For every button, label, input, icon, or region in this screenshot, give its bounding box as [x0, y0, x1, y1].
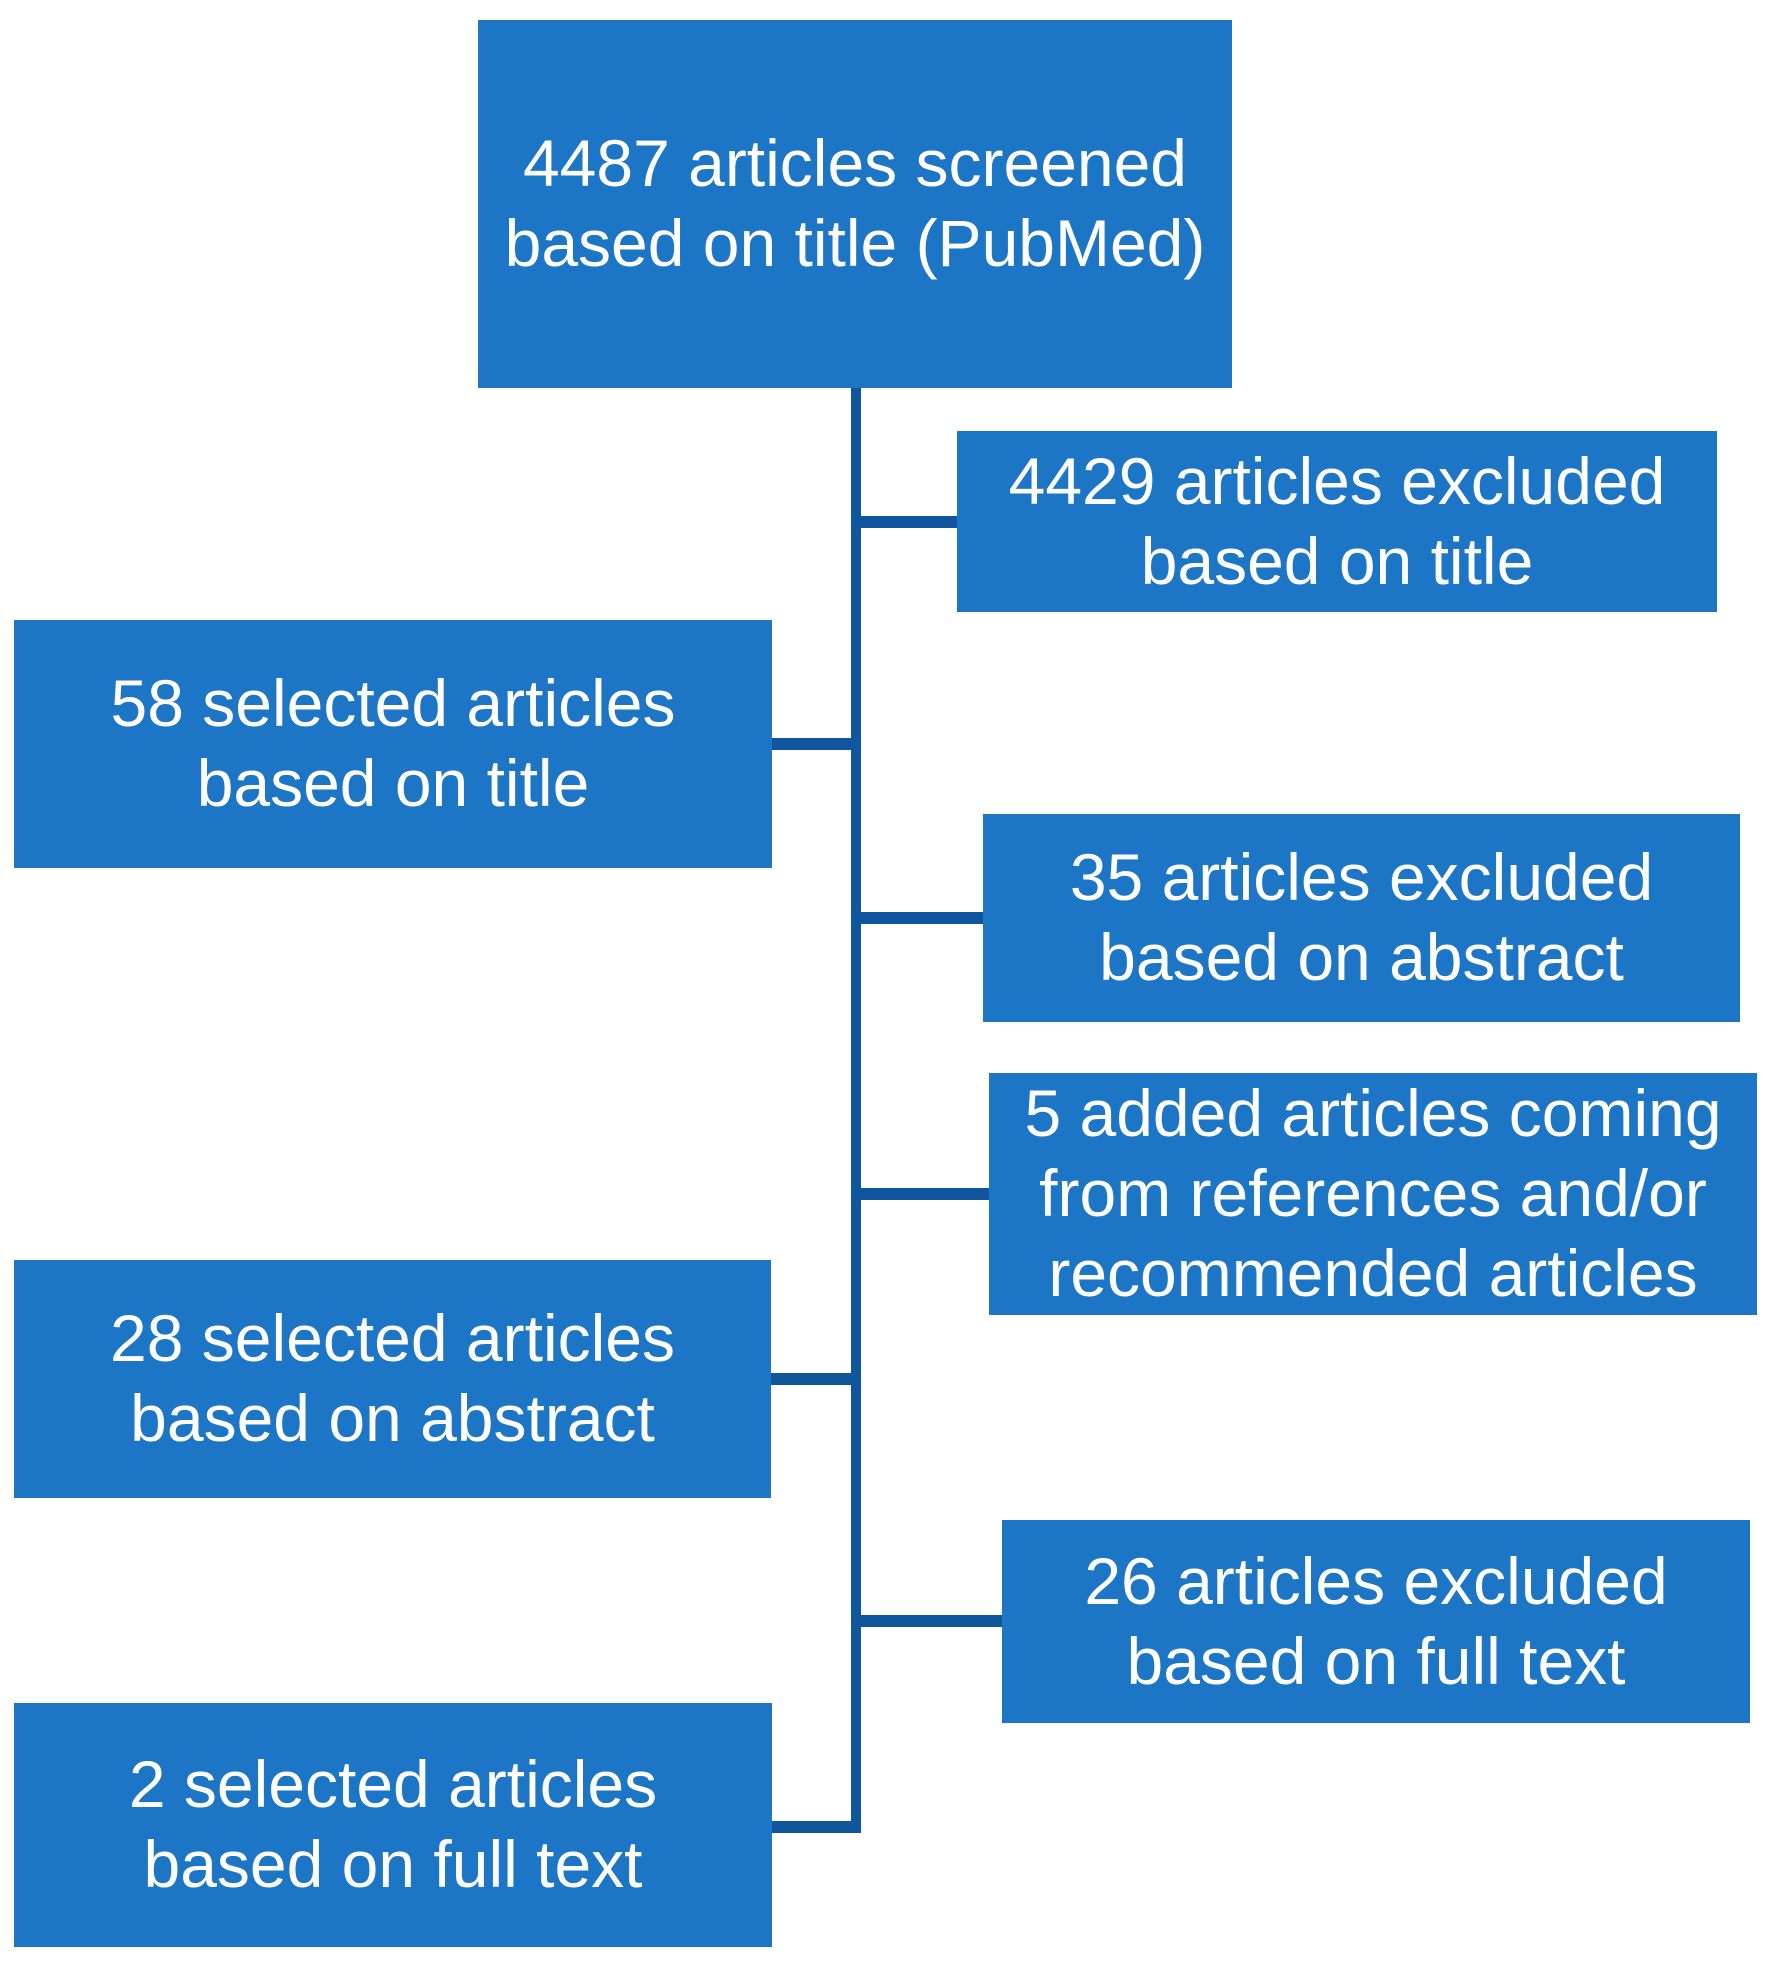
selected-abstract-label: 28 selected articles based on abstract [110, 1301, 675, 1455]
selected-abstract-box: 28 selected articles based on abstract [14, 1260, 771, 1498]
connector-to-selected-abstract-box [770, 1373, 860, 1385]
screened-title-box: 4487 articles screened based on title (P… [478, 20, 1232, 388]
connector-to-added-references-box [860, 1188, 992, 1200]
connector-to-selected-fulltext-box [770, 1821, 860, 1833]
selected-fulltext-box: 2 selected articles based on full text [14, 1703, 772, 1947]
connector-to-selected-title-box [770, 738, 860, 750]
connector-to-excluded-title-box [860, 516, 960, 528]
connector-to-excluded-fulltext-box [860, 1615, 1005, 1627]
selected-fulltext-label: 2 selected articles based on full text [128, 1747, 658, 1901]
excluded-abstract-label: 35 articles excluded based on abstract [1069, 840, 1654, 994]
selected-title-box: 58 selected articles based on title [14, 620, 772, 868]
main-vertical-connector [851, 388, 861, 1833]
screened-title-label: 4487 articles screened based on title (P… [504, 126, 1206, 280]
added-references-label: 5 added articles coming from references … [1024, 1076, 1722, 1310]
excluded-title-label: 4429 articles excluded based on title [1008, 443, 1666, 598]
excluded-fulltext-label: 26 articles excluded based on full text [1084, 1543, 1668, 1698]
excluded-fulltext-box: 26 articles excluded based on full text [1002, 1520, 1750, 1723]
excluded-title-box: 4429 articles excluded based on title [957, 431, 1717, 612]
added-references-box: 5 added articles coming from references … [989, 1073, 1757, 1315]
connector-to-excluded-abstract-box [860, 912, 986, 924]
selected-title-label: 58 selected articles based on title [110, 666, 676, 820]
excluded-abstract-box: 35 articles excluded based on abstract [983, 814, 1740, 1022]
